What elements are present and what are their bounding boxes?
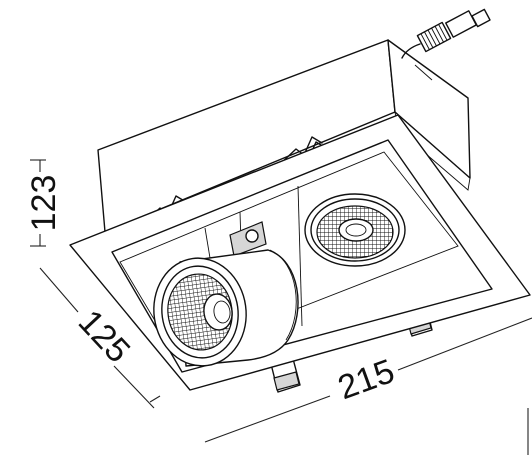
dc-connector (445, 8, 491, 38)
led-spotlight-left (153, 249, 299, 367)
dimension-width-label: 215 (333, 352, 399, 407)
cavity (204, 185, 303, 341)
dimension-height-label: 123 (25, 175, 63, 232)
power-cable (401, 8, 491, 81)
housing-box (97, 39, 471, 233)
led-module-right (304, 193, 406, 267)
dimension-height: 123 (25, 159, 63, 247)
